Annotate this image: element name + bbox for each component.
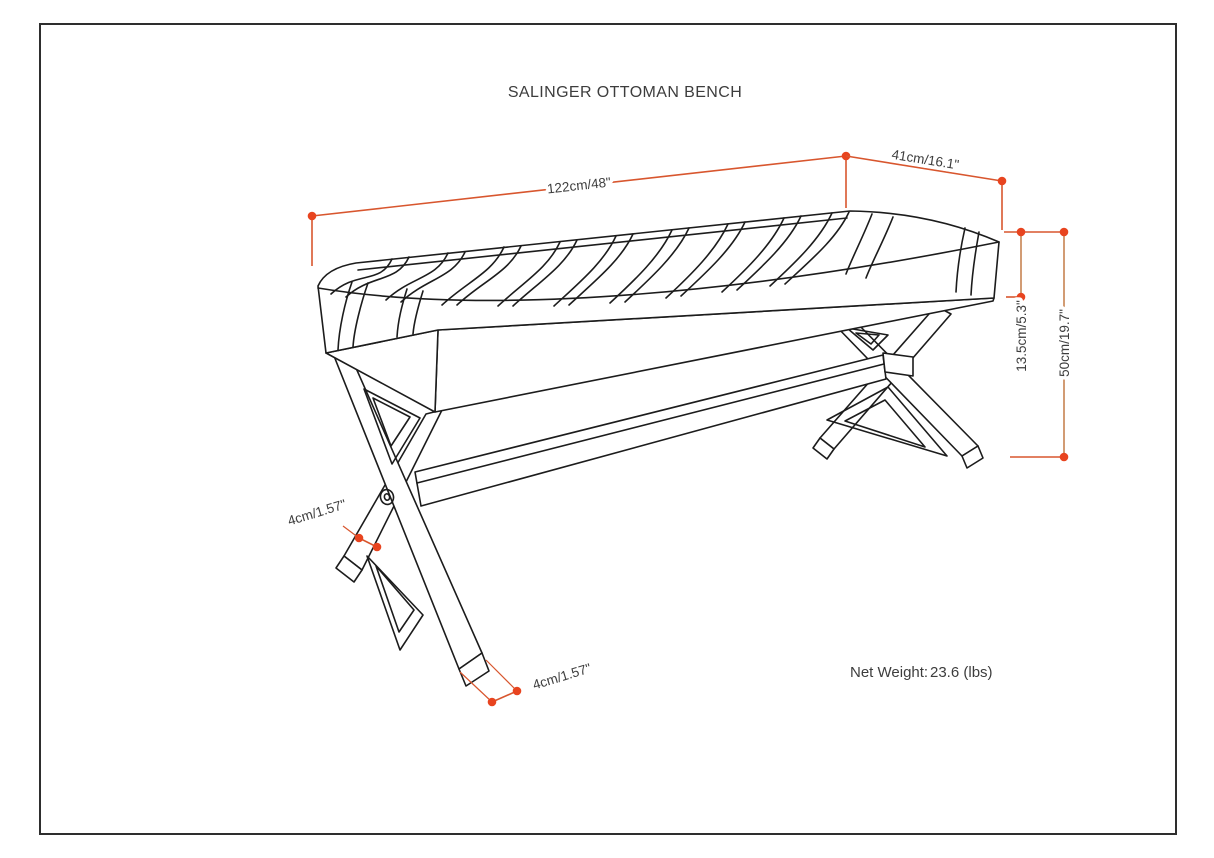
sheet-border <box>39 23 1177 835</box>
seat-box <box>325 297 995 413</box>
cushion-thickness-label: 13.5cm/5.3" <box>1014 300 1029 372</box>
right-back-foot <box>812 437 835 460</box>
page-title: SALINGER OTTOMAN BENCH <box>508 84 742 101</box>
cushion <box>317 210 1000 354</box>
width-dimension-label: 122cm/48" <box>546 174 612 196</box>
net-weight-value: 23.6 (lbs) <box>930 664 993 681</box>
tuft-channels <box>330 211 980 351</box>
bench-drawing <box>317 210 1000 687</box>
cushion-front-roll <box>317 241 1000 302</box>
foot-width-label: 4cm/1.57" <box>531 660 593 692</box>
net-weight: Net Weight: 23.6 (lbs) <box>850 664 993 681</box>
cushion-thickness-dimension: 13.5cm/5.3" <box>1004 227 1064 375</box>
left-x-leg <box>333 355 490 687</box>
stretcher-bar <box>414 352 914 507</box>
bolt-icon <box>379 488 395 506</box>
cushion-back-roll <box>357 217 848 271</box>
net-weight-label: Net Weight: <box>850 664 928 681</box>
overall-height-label: 50cm/19.7" <box>1057 309 1072 377</box>
stretcher-end-block <box>882 352 914 377</box>
left-back-foot <box>335 555 363 583</box>
overall-height-dimension: 50cm/19.7" <box>1010 227 1076 462</box>
right-front-foot <box>961 445 984 469</box>
strut-width-label: 4cm/1.57" <box>286 496 348 528</box>
